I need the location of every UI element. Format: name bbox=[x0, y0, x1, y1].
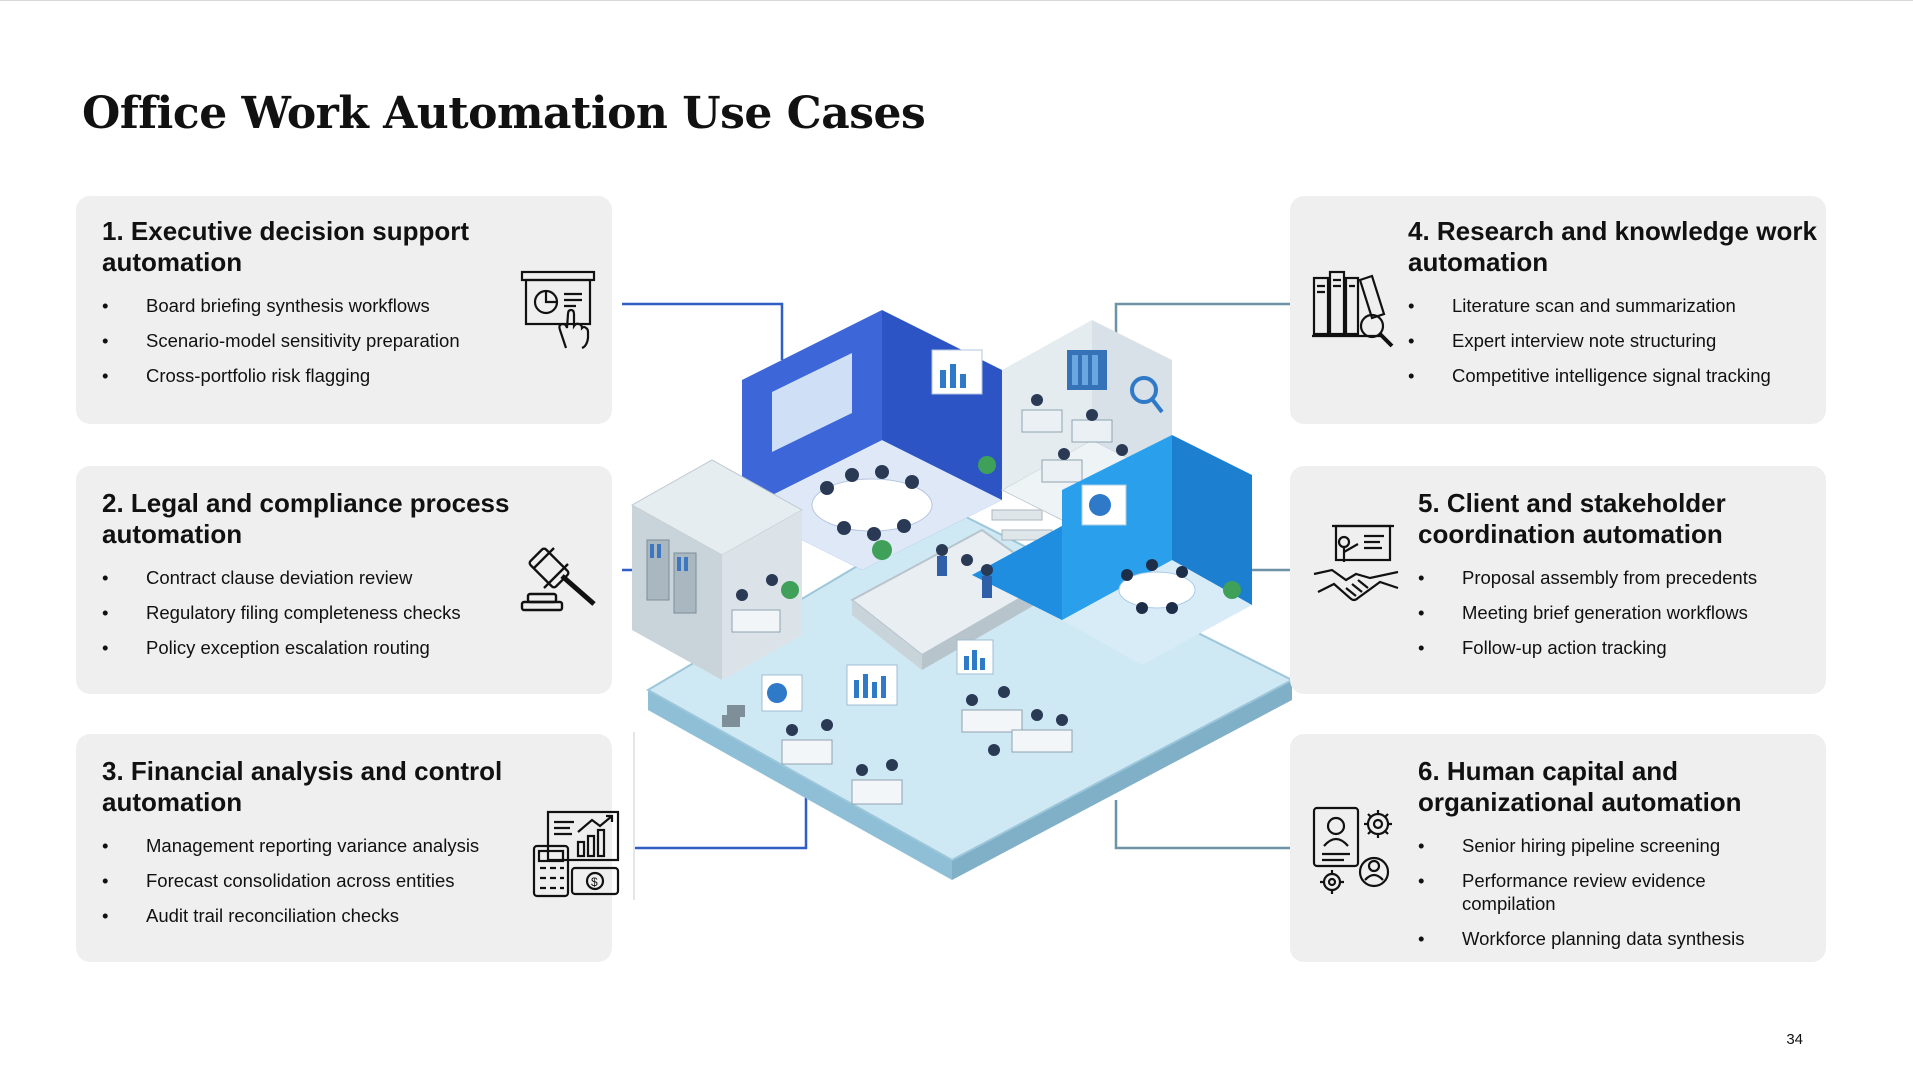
card-title: 6. Human capital and organizational auto… bbox=[1418, 756, 1742, 817]
list-item: •Proposal assembly from precedents bbox=[1418, 567, 1758, 588]
svg-text:$: $ bbox=[591, 875, 598, 889]
card-title: 5. Client and stakeholder coordination a… bbox=[1418, 488, 1726, 549]
list-item: •Senior hiring pipeline screening bbox=[1418, 835, 1721, 856]
client-meeting-room bbox=[972, 435, 1252, 665]
list-item: •Performance review evidence compilation bbox=[1418, 870, 1706, 914]
list-item: •Cross-portfolio risk flagging bbox=[102, 365, 371, 386]
use-case-card-3: 3. Financial analysis and control automa… bbox=[76, 734, 620, 962]
office-isometric-illustration bbox=[630, 310, 1292, 880]
presentation-click-icon bbox=[520, 270, 596, 350]
top-divider bbox=[0, 0, 1913, 1]
blue-meeting-room bbox=[742, 310, 1002, 570]
floor-base bbox=[645, 508, 1292, 862]
finance-area bbox=[722, 664, 903, 805]
profile-gears-icon bbox=[1312, 806, 1392, 894]
books-magnifier-icon bbox=[1312, 270, 1394, 348]
connector-6 bbox=[1114, 800, 1290, 850]
card-title: 4. Research and knowledge work automatio… bbox=[1408, 216, 1817, 277]
use-case-card-6: 6. Human capital and organizational auto… bbox=[1290, 734, 1826, 962]
floor-base-side-left bbox=[648, 690, 952, 880]
use-case-card-2: 2. Legal and compliance process automati… bbox=[76, 466, 612, 694]
card-bullets: •Contract clause deviation review •Regul… bbox=[102, 566, 461, 671]
gavel-icon bbox=[520, 547, 596, 612]
list-item: •Contract clause deviation review bbox=[102, 567, 413, 588]
list-item: •Management reporting variance analysis bbox=[102, 835, 480, 856]
card-bullets: •Proposal assembly from precedents •Meet… bbox=[1418, 566, 1757, 671]
use-case-card-4: 4. Research and knowledge work automatio… bbox=[1290, 196, 1826, 424]
card-bullets: •Literature scan and summarization •Expe… bbox=[1408, 294, 1771, 399]
use-case-card-1: 1. Executive decision support automation… bbox=[76, 196, 612, 424]
list-item: •Forecast consolidation across entities bbox=[102, 870, 455, 891]
list-item: •Literature scan and summarization bbox=[1408, 295, 1736, 316]
plant-icon bbox=[872, 540, 892, 560]
list-item: •Audit trail reconciliation checks bbox=[102, 905, 399, 926]
list-item: •Follow-up action tracking bbox=[1418, 637, 1667, 658]
list-item: •Expert interview note structuring bbox=[1408, 330, 1717, 351]
use-case-card-5: 5. Client and stakeholder coordination a… bbox=[1290, 466, 1826, 694]
card-title: 3. Financial analysis and control automa… bbox=[102, 756, 503, 817]
finance-calculator-icon: $ bbox=[532, 810, 620, 898]
center-team bbox=[936, 544, 993, 598]
list-item: •Scenario-model sensitivity preparation bbox=[102, 330, 460, 351]
floor-base-side-right bbox=[952, 680, 1292, 880]
card-bullets: •Board briefing synthesis workflows •Sce… bbox=[102, 294, 460, 399]
list-item: •Board briefing synthesis workflows bbox=[102, 295, 430, 316]
page-title: Office Work Automation Use Cases bbox=[82, 88, 926, 139]
list-item: •Workforce planning data synthesis bbox=[1418, 928, 1745, 949]
card-bullets: •Senior hiring pipeline screening •Perfo… bbox=[1418, 834, 1798, 962]
open-workspace bbox=[956, 639, 1073, 756]
list-item: •Competitive intelligence signal trackin… bbox=[1408, 365, 1771, 386]
page-number: 34 bbox=[1786, 1031, 1803, 1048]
card-bullets: •Management reporting variance analysis … bbox=[102, 834, 479, 939]
list-item: •Policy exception escalation routing bbox=[102, 637, 430, 658]
list-item: •Meeting brief generation workflows bbox=[1418, 602, 1748, 623]
list-item: •Regulatory filing completeness checks bbox=[102, 602, 461, 623]
connector-1 bbox=[622, 302, 784, 360]
legal-records-room bbox=[630, 459, 804, 680]
handshake-presentation-icon bbox=[1313, 524, 1399, 602]
card-title: 1. Executive decision support automation bbox=[102, 216, 469, 277]
card-title: 2. Legal and compliance process automati… bbox=[102, 488, 510, 549]
